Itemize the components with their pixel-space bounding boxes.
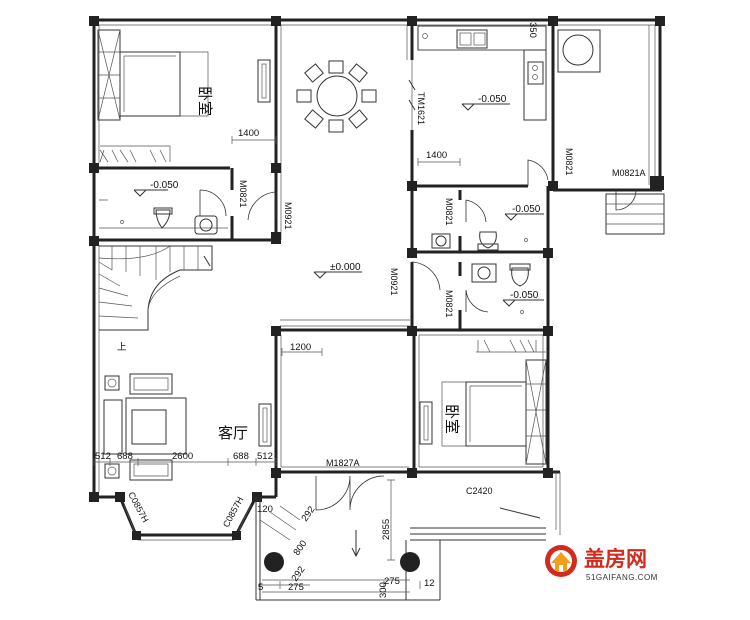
code-m1827a: M1827A <box>326 458 360 468</box>
code-m0821-b: M0821 <box>564 148 574 176</box>
dim-800: 800 <box>291 538 309 557</box>
bath-right-fixtures <box>431 231 531 314</box>
level-bath-right-top: -0.050 <box>512 204 541 215</box>
dim-292-a: 292 <box>299 504 317 523</box>
dim-1400-kitchen: 1400 <box>426 150 447 161</box>
level-bath-right-bottom: -0.050 <box>510 290 539 301</box>
dim-512-left: 512 <box>95 451 111 462</box>
code-m0821a: M0821A <box>612 168 646 178</box>
level-main: ±0.000 <box>330 262 361 273</box>
staircase <box>98 245 213 331</box>
code-m0921-a: M0921 <box>283 202 293 230</box>
doors <box>199 159 637 511</box>
dim-12: 12 <box>424 578 435 589</box>
dimension-labels: 1400 1400 1200 512 688 2600 688 512 120 … <box>95 22 538 598</box>
dim-292-b: 292 <box>289 564 307 583</box>
code-c2420: C2420 <box>466 486 493 496</box>
dim-512-right: 512 <box>257 451 273 462</box>
dim-5: 5 <box>258 582 263 593</box>
kitchen-fixtures <box>408 25 547 130</box>
wall-inner-lines <box>98 24 656 541</box>
room-label-bedroom-top: 卧室 <box>196 86 213 116</box>
bedroom-top-furniture <box>97 29 271 163</box>
code-m0821-a: M0821 <box>238 180 248 208</box>
room-label-living: 客厅 <box>218 425 248 442</box>
dining-table <box>296 60 377 133</box>
utility-fixtures <box>557 25 650 185</box>
logo-url: 51GAIFANG.COM <box>586 573 658 582</box>
dimension-lines <box>93 136 461 589</box>
dim-275-b: 275 <box>384 576 400 587</box>
walls <box>92 18 662 537</box>
dim-350: 350 <box>527 22 538 38</box>
room-label-bedroom-bottom: 卧室 <box>443 404 460 434</box>
dim-275-a: 275 <box>288 582 304 593</box>
dim-1200: 1200 <box>290 342 311 353</box>
level-kitchen: -0.050 <box>478 94 507 105</box>
living-furniture <box>103 373 272 481</box>
element-codes: M0821 M0921 TM1621 M0821 M0821A M0821 M0… <box>126 92 645 529</box>
logo-name: 盖房网 <box>584 547 647 571</box>
level-bath-left: -0.050 <box>150 180 179 191</box>
code-tm1621: TM1621 <box>416 92 426 125</box>
dim-1400-top: 1400 <box>238 128 259 139</box>
house-icon <box>545 545 577 577</box>
dim-688-left: 688 <box>117 451 133 462</box>
porch <box>255 193 665 601</box>
bath-left-fixtures <box>99 199 228 235</box>
room-labels: 卧室 卧室 客厅 上 <box>117 86 460 442</box>
stair-up-label: 上 <box>117 342 127 353</box>
code-m0821-d: M0821 <box>444 290 454 318</box>
dim-2855: 2855 <box>381 519 392 540</box>
dim-688-right: 688 <box>233 451 249 462</box>
site-logo: 盖房网 51GAIFANG.COM <box>545 545 658 582</box>
code-m0821-c: M0821 <box>444 198 454 226</box>
dim-2600: 2600 <box>172 451 193 462</box>
dim-300: 300 <box>378 582 389 598</box>
level-markers <box>133 103 544 307</box>
bedroom-bottom-furniture <box>419 339 547 465</box>
level-labels: ±0.000 -0.050 -0.050 -0.050 -0.050 <box>150 94 541 301</box>
code-m0921-b: M0921 <box>389 268 399 296</box>
dim-120: 120 <box>257 504 273 515</box>
columns <box>89 16 665 540</box>
